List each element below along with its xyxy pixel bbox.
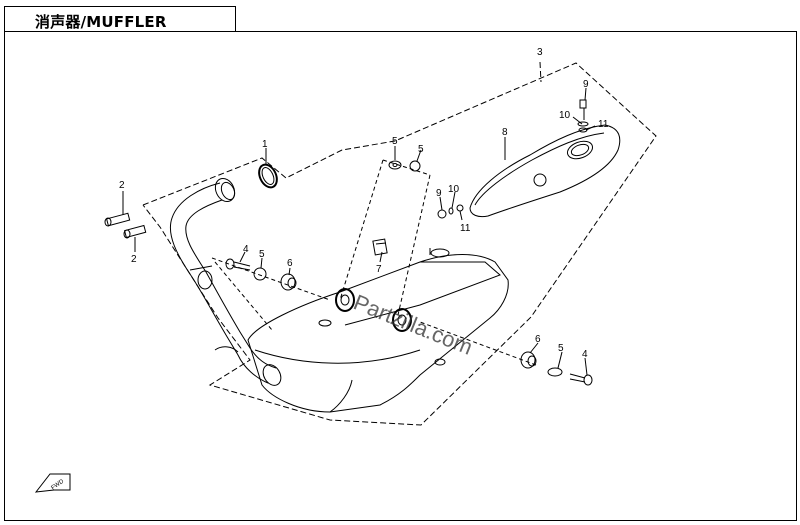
callout-5-left: 5 [259, 249, 265, 260]
drawing-frame [4, 31, 797, 521]
callout-6-left: 6 [287, 258, 293, 269]
callout-5-top-b: 5 [418, 144, 424, 155]
callout-1: 1 [262, 139, 268, 150]
callout-2-upper: 2 [119, 180, 125, 191]
callout-11-top: 11 [598, 119, 609, 130]
shield-fasteners [437, 99, 589, 219]
callout-10-left: 10 [448, 184, 460, 195]
heat-shield-part-8 [469, 124, 621, 218]
callout-4-right: 4 [582, 349, 588, 360]
callout-8: 8 [502, 127, 508, 138]
callout-11-left: 11 [460, 223, 471, 234]
callout-numbers: 1 2 2 3 4 4 5 5 5 5 6 6 7 8 9 9 10 10 11… [119, 47, 609, 360]
forward-arrow-icon [34, 473, 71, 493]
callout-9-left: 9 [436, 188, 442, 199]
callout-7: 7 [376, 264, 382, 275]
callout-10-top: 10 [559, 110, 571, 121]
gasket-part-1 [258, 163, 278, 189]
callout-2-lower: 2 [131, 254, 137, 265]
assembly-outline-dashed [142, 61, 657, 426]
stud-bolts-part-2 [104, 212, 147, 239]
right-mount-parts [520, 351, 593, 386]
callout-5-right: 5 [558, 343, 564, 354]
muffler-body [247, 248, 509, 413]
callout-4-left: 4 [243, 244, 249, 255]
left-mount-parts [225, 258, 297, 291]
exhaust-header-pipe [170, 177, 282, 386]
callout-9-top: 9 [583, 79, 589, 90]
upper-mount-washers [388, 160, 421, 172]
clip-part-7 [372, 238, 388, 256]
title-box: 消声器/MUFFLER [4, 6, 236, 32]
diagram-title: 消声器/MUFFLER [35, 13, 167, 31]
callout-leaders [122, 87, 596, 376]
callout-3: 3 [537, 47, 543, 58]
callout-6-right: 6 [535, 334, 541, 345]
callout-5-top-a: 5 [392, 136, 398, 147]
watermark-text: Partzilla.com [350, 289, 476, 359]
